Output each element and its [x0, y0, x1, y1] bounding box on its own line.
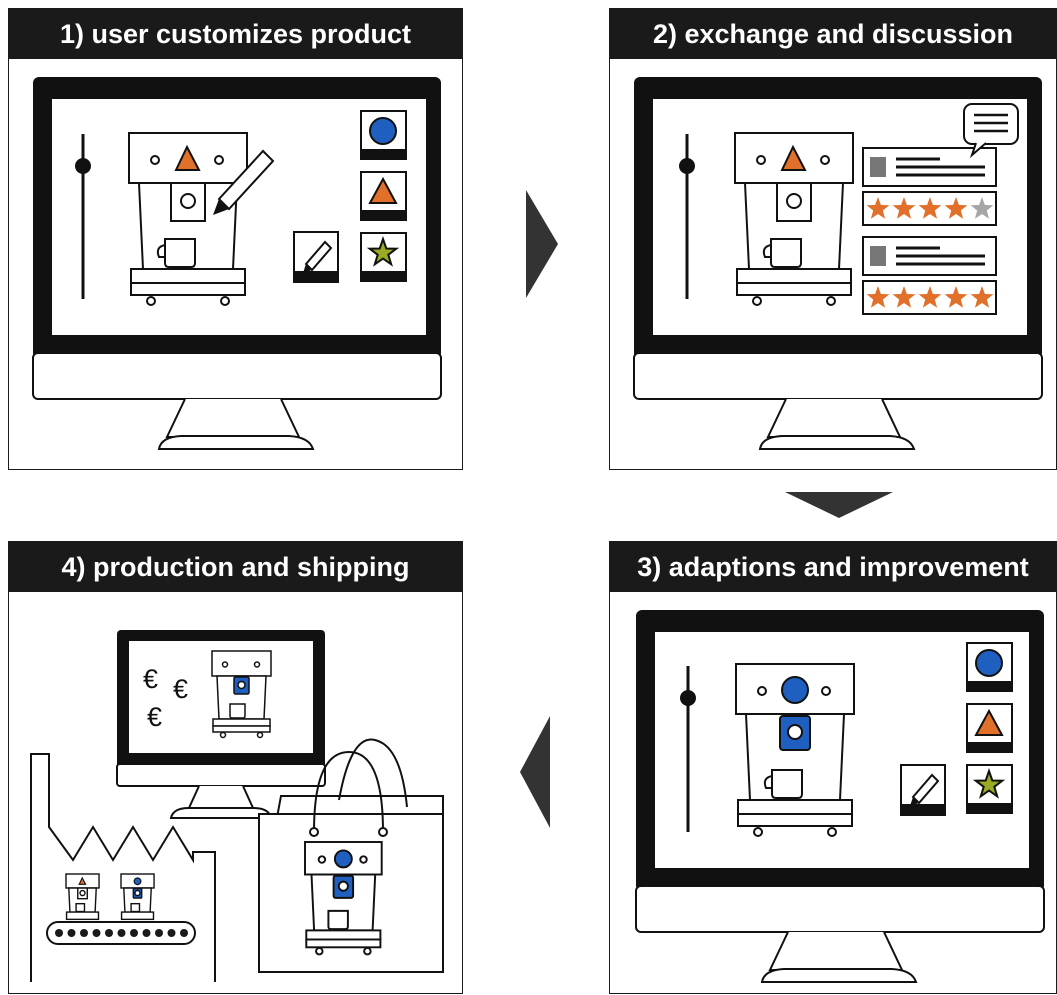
panel-title: 2) exchange and discussion: [610, 9, 1056, 59]
arrow-left-icon: [520, 716, 550, 828]
production-scene: € € €: [30, 630, 444, 982]
triangle-option-button: [360, 171, 407, 221]
coffee-machine-icon: [128, 132, 248, 306]
panel-title: 3) adaptions and improvement: [610, 542, 1056, 592]
rating-row-5-stars: [862, 280, 997, 315]
euro-symbol: €: [147, 702, 162, 732]
coffee-machine-icon: [735, 663, 855, 837]
rating-star: [970, 197, 994, 219]
panel-exchange-discussion: 2) exchange and discussion: [609, 8, 1057, 470]
panel-adaptions-improvement: 3) adaptions and improvement: [609, 541, 1057, 994]
edit-pencil-button: [900, 764, 946, 816]
euro-icon: € € €: [143, 664, 188, 732]
slider-icon: [680, 666, 696, 832]
conveyor-roller: [130, 929, 138, 937]
improvement-scene: [635, 610, 1045, 983]
rating-star: [944, 286, 968, 308]
conveyor-roller: [67, 929, 76, 937]
panel-user-customizes: 1) user customizes product: [8, 8, 463, 470]
rating-star: [918, 286, 942, 308]
euro-symbol: €: [173, 674, 188, 704]
comment-card: [862, 147, 997, 187]
rating-star: [944, 197, 968, 219]
circle-option-button: [966, 642, 1013, 692]
panel-title: 1) user customizes product: [9, 9, 462, 59]
panel-title: 4) production and shipping: [9, 542, 462, 592]
panel-production-shipping: 4) production and shipping € € €: [8, 541, 463, 994]
conveyor-roller: [167, 929, 176, 937]
rating-star: [892, 286, 916, 308]
conveyor-roller: [117, 929, 126, 937]
coffee-machine-icon: [120, 873, 155, 921]
slider-icon: [679, 134, 695, 299]
conveyor-roller: [92, 929, 101, 937]
conveyor-roller: [55, 929, 63, 937]
conveyor-roller: [80, 929, 88, 937]
arrow-right-icon: [526, 190, 558, 298]
coffee-machine-icon: [734, 132, 854, 306]
rating-row-4-stars: [862, 191, 997, 226]
rating-star: [918, 197, 942, 219]
triangle-option-button: [966, 703, 1013, 753]
conveyor-belt-icon: [46, 921, 196, 945]
coffee-machine-icon: [65, 873, 100, 921]
coffee-machine-icon: [304, 841, 383, 956]
rating-star: [866, 286, 890, 308]
slider-icon: [75, 134, 91, 299]
discussion-scene: [633, 77, 1043, 450]
speech-bubble-icon: [963, 103, 1019, 159]
conveyor-roller: [180, 929, 188, 937]
coffee-machine-icon: [211, 650, 272, 739]
edit-pencil-button: [293, 231, 339, 283]
customize-scene: [32, 77, 442, 450]
star-option-button: [966, 764, 1013, 814]
rating-star: [970, 286, 994, 308]
rating-star: [866, 197, 890, 219]
conveyor-roller: [142, 929, 151, 937]
pencil-icon: [213, 149, 275, 215]
rating-star: [892, 197, 916, 219]
conveyor-roller: [155, 929, 163, 937]
euro-symbol: €: [143, 664, 158, 694]
circle-option-button: [360, 110, 407, 160]
comment-card: [862, 236, 997, 276]
arrow-down-icon: [785, 492, 893, 518]
star-option-button: [360, 232, 407, 282]
factory-icon: [30, 753, 216, 982]
conveyor-roller: [105, 929, 113, 937]
